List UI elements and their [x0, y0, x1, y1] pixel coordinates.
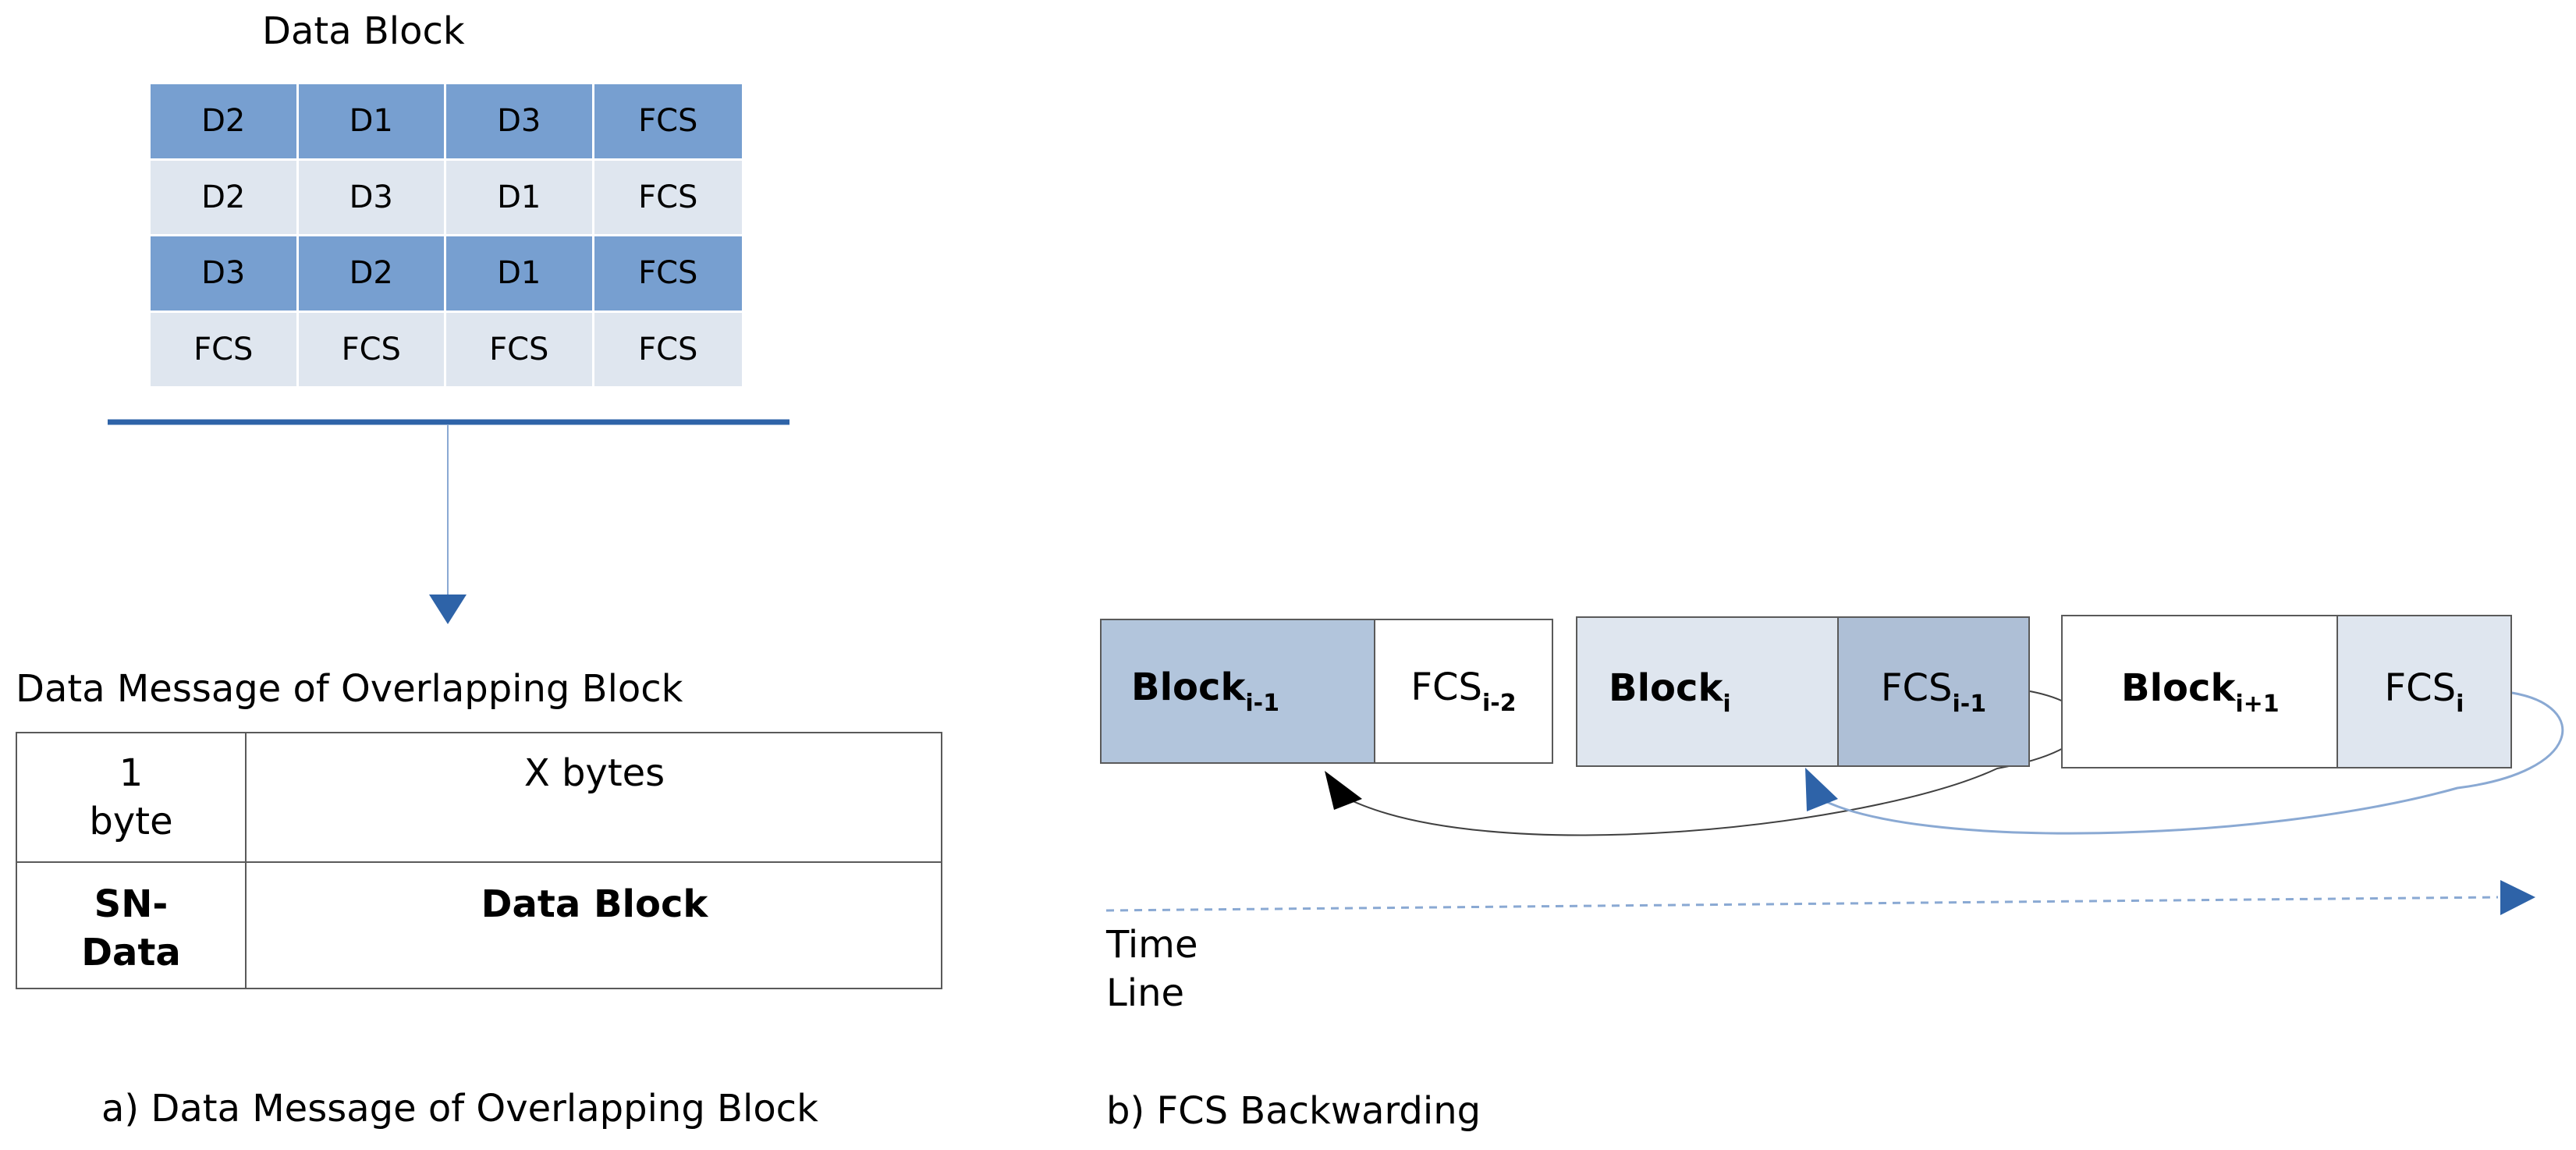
grid-cell: FCS: [446, 312, 594, 389]
grid-cell: FCS: [594, 160, 742, 236]
timeline-label: Time Line: [1106, 921, 1198, 1017]
size-sn-cell: 1 byte: [17, 749, 245, 846]
grid-cell: D1: [446, 160, 594, 236]
down-arrow-head: [429, 595, 467, 624]
block-i-label: Blocki: [1609, 666, 1731, 718]
grid-cell: D2: [298, 236, 446, 313]
timeline-label-line1: Time: [1106, 923, 1198, 967]
size-sn-line2: byte: [89, 800, 173, 843]
message-title: Data Message of Overlapping Block: [16, 667, 683, 711]
grid-cell: D3: [151, 236, 299, 313]
curve-arrow-blue-head: [1805, 768, 1838, 811]
block-i: Blocki: [1576, 616, 1840, 767]
size-sn-line1: 1: [119, 751, 144, 795]
timeline-arrow-head: [2500, 880, 2535, 915]
table-divider-horizontal: [17, 861, 941, 863]
fcs-i-minus-2-label: FCSi-2: [1410, 666, 1517, 717]
field-sn-line2: Data: [81, 931, 181, 974]
grid-cell: FCS: [151, 312, 299, 389]
fcs-i: FCSi: [2336, 615, 2512, 768]
grid-cell: FCS: [594, 312, 742, 389]
grid-cell: D1: [298, 84, 446, 161]
caption-b: b) FCS Backwarding: [1106, 1089, 1481, 1133]
timeline-label-line2: Line: [1106, 971, 1185, 1015]
curve-arrow-blue: [1817, 691, 2564, 835]
data-block-grid: D2 D1 D3 FCS D2 D3 D1 FCS D3 D2 D1 FCS F…: [151, 84, 742, 389]
curve-arrow-black-head: [1325, 771, 1362, 810]
fcs-i-minus-1: FCSi-1: [1837, 616, 2030, 767]
caption-a: a) Data Message of Overlapping Block: [101, 1087, 818, 1130]
data-block-title: Data Block: [262, 9, 465, 53]
grid-cell: D3: [446, 84, 594, 161]
grid-cell: FCS: [298, 312, 446, 389]
field-sn-line1: SN-: [94, 882, 169, 926]
fcs-i-minus-2: FCSi-2: [1374, 619, 1553, 764]
field-data-cell: Data Block: [481, 882, 708, 926]
timeline-dashed: [1105, 896, 2499, 912]
table-divider-vertical: [245, 733, 247, 988]
grid-cell: D2: [151, 160, 299, 236]
block-i-minus-1-label: Blocki-1: [1131, 666, 1279, 717]
fcs-i-label: FCSi: [2384, 666, 2464, 718]
grid-cell: FCS: [594, 84, 742, 161]
size-data-cell: X bytes: [523, 751, 665, 795]
message-table: 1 byte X bytes SN- Data Data Block: [16, 732, 942, 989]
field-sn-cell: SN- Data: [17, 880, 245, 977]
fcs-i-minus-1-label: FCSi-1: [1880, 666, 1987, 718]
block-i-plus-1: Blocki+1: [2061, 615, 2338, 768]
block-i-plus-1-label: Blocki+1: [2121, 666, 2280, 718]
grid-cell: D2: [151, 84, 299, 161]
grid-cell: FCS: [594, 236, 742, 313]
grid-cell: D3: [298, 160, 446, 236]
grid-cell: D1: [446, 236, 594, 313]
block-i-minus-1: Blocki-1: [1100, 619, 1375, 764]
